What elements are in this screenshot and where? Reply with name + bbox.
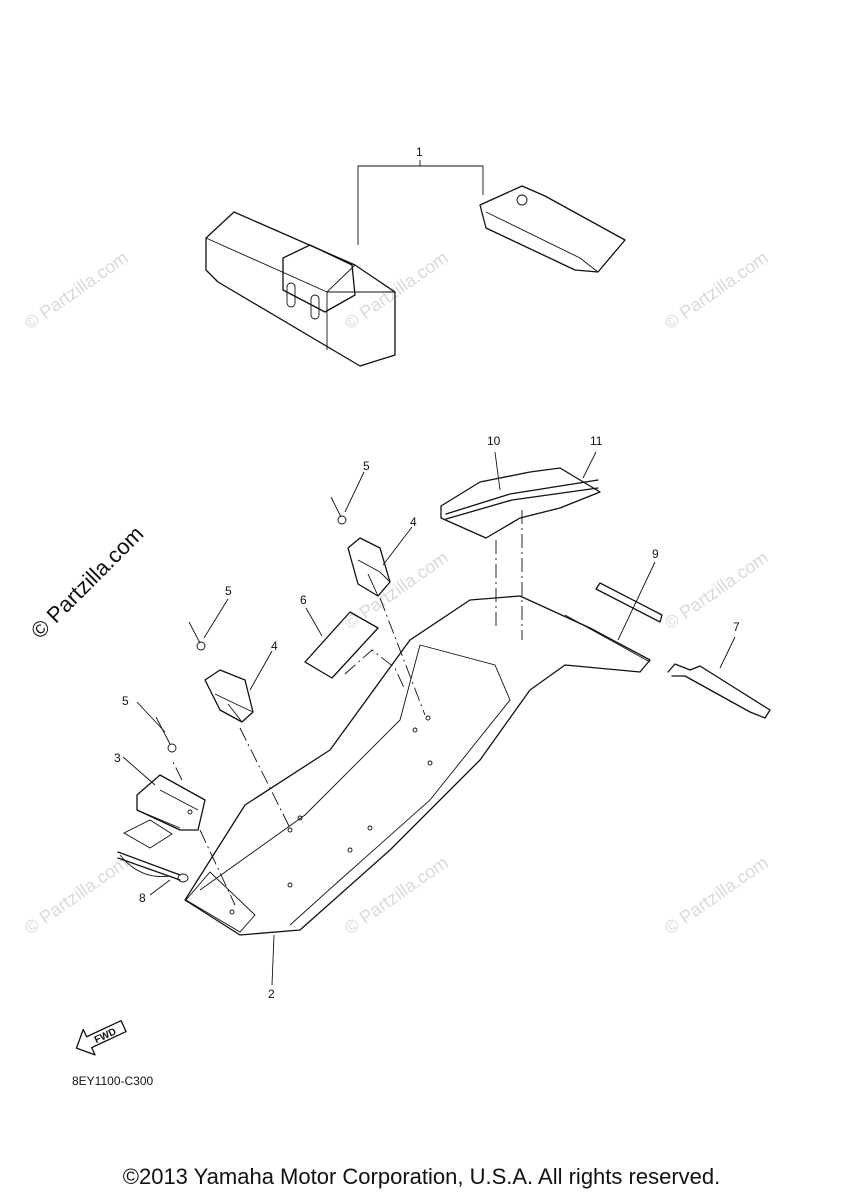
part-4-5-fasteners	[136, 471, 426, 829]
part-10-11-decals	[440, 451, 601, 640]
tool-roll-snap	[516, 194, 528, 206]
pin-upper	[330, 496, 342, 518]
watermark: © Partzilla.com	[661, 247, 772, 333]
callout-5: 5	[363, 459, 370, 473]
leader-line	[344, 471, 365, 513]
part-3-8-hinge	[117, 756, 236, 906]
leader-line	[357, 165, 484, 245]
center-line	[344, 649, 406, 691]
watermark: © Partzilla.com	[341, 247, 452, 333]
callout-3: 3	[114, 751, 121, 765]
leader-line	[719, 636, 736, 669]
leader-line	[617, 561, 656, 641]
decal-panel	[440, 467, 601, 539]
leader-line	[382, 526, 413, 566]
hinge-pin-cap	[177, 873, 189, 883]
callout-4: 4	[271, 639, 278, 653]
mount-hole	[367, 825, 373, 831]
mount-hole	[427, 760, 433, 766]
mount-hole	[229, 909, 235, 915]
callout-5: 5	[122, 694, 129, 708]
mount-hole	[425, 715, 431, 721]
callout-8: 8	[139, 891, 146, 905]
plate-rail	[564, 614, 651, 663]
part-6-sticker	[304, 607, 406, 691]
pin-middle	[188, 621, 201, 644]
leader-line	[203, 598, 229, 639]
bag-strap	[282, 244, 356, 313]
tool-roll-fold	[485, 211, 599, 273]
leader-line	[271, 934, 275, 986]
leader-line	[305, 607, 323, 637]
callout-11: 11	[590, 434, 603, 448]
leader-line	[136, 701, 166, 733]
watermark-main: © Partzilla.com	[26, 521, 149, 644]
watermark: © Partzilla.com	[341, 547, 452, 633]
watermark: © Partzilla.com	[661, 547, 772, 633]
mount-hole	[412, 727, 418, 733]
watermark-group: © Partzilla.com © Partzilla.com © Partzi…	[21, 247, 772, 938]
strap-slot	[310, 294, 320, 320]
part-7-9	[595, 561, 771, 719]
hinge-hole	[187, 809, 193, 815]
leader-line	[249, 650, 273, 691]
callout-1: 1	[416, 145, 423, 159]
decal-stripe	[445, 479, 599, 520]
plate-edge	[199, 644, 511, 926]
callout-10: 10	[487, 434, 501, 448]
pin-middle-head	[196, 641, 206, 651]
center-line	[171, 759, 183, 781]
callout-6: 6	[300, 593, 307, 607]
copyright-notice: ©2013 Yamaha Motor Corporation, U.S.A. A…	[122, 1164, 721, 1189]
fwd-label: FWD	[93, 1026, 118, 1046]
bag-edge	[205, 237, 395, 350]
hinge-fold	[136, 789, 199, 829]
part-1-tool-kit	[205, 160, 626, 367]
diagram-code: 8EY1100-C300	[72, 1074, 154, 1088]
wire-clip	[667, 663, 771, 719]
pin-wire	[119, 854, 171, 877]
watermark: © Partzilla.com	[21, 852, 132, 938]
callout-9: 9	[652, 547, 659, 561]
callout-labels: 1 2 3 4 4 5 5 5 6 7 8 9 10 11	[114, 145, 740, 1001]
mount-hole	[287, 882, 293, 888]
callout-4: 4	[410, 515, 417, 529]
mount-hole	[287, 827, 293, 833]
plate-outline	[184, 595, 651, 936]
strap-slot	[286, 282, 296, 308]
clip-middle-fold	[214, 693, 254, 723]
leader-line	[122, 756, 156, 786]
center-line	[199, 829, 236, 906]
callout-5: 5	[225, 584, 232, 598]
fwd-arrow: FWD	[75, 1020, 127, 1056]
leader-line	[494, 451, 501, 491]
plate-bracket	[185, 871, 256, 933]
pad-strip	[595, 582, 663, 623]
bag-body	[205, 211, 396, 367]
center-line	[379, 597, 426, 716]
watermark: © Partzilla.com	[21, 247, 132, 333]
sticker	[304, 611, 379, 679]
hinge-plate	[123, 819, 173, 849]
clip-middle	[204, 669, 254, 723]
leader-line	[582, 451, 597, 479]
callout-2: 2	[268, 987, 275, 1001]
part-2-cover-plate	[184, 595, 651, 986]
tool-roll	[479, 185, 626, 273]
mount-hole	[347, 847, 353, 853]
leader-line	[149, 879, 171, 896]
callout-7: 7	[733, 620, 740, 634]
watermark: © Partzilla.com	[661, 852, 772, 938]
clip-upper-fold	[357, 559, 391, 597]
watermark: © Partzilla.com	[341, 852, 452, 938]
center-line	[239, 727, 291, 829]
pin-lower-head	[167, 743, 177, 753]
pin-upper-head	[337, 515, 347, 525]
mount-hole	[297, 815, 303, 821]
fwd-arrow-icon	[75, 1020, 127, 1056]
